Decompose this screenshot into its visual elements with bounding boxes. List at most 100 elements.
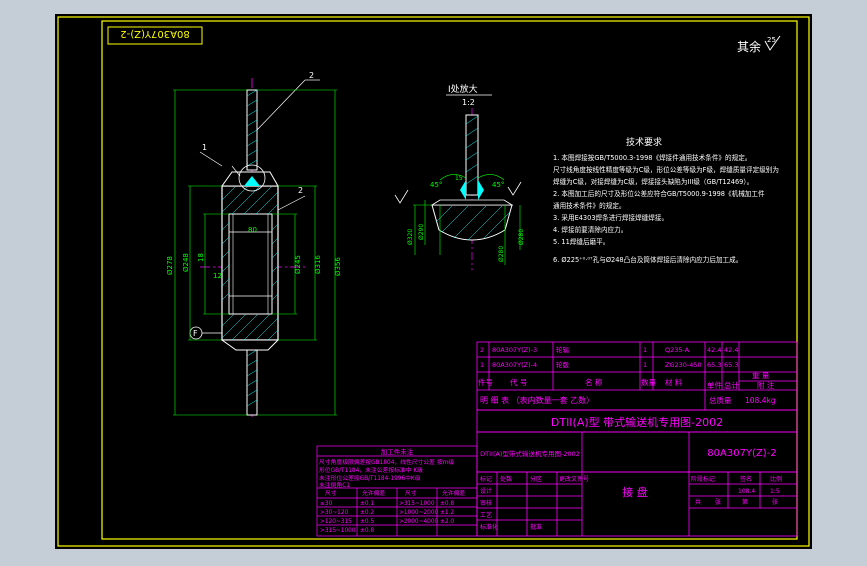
code-box: 80A307Y(Z)-2 [107,26,203,45]
svg-text:批准: 批准 [530,523,542,531]
svg-text:阶段标记: 阶段标记 [691,475,715,483]
inner-frame [101,20,798,540]
svg-text:尺寸角度极限偏差按GB1804，线性尺寸公差 按m级: 尺寸角度极限偏差按GB1804，线性尺寸公差 按m级 [319,458,454,466]
svg-text:>1000~2000: >1000~2000 [399,510,439,516]
svg-text:ZG230-450: ZG230-450 [665,361,702,369]
svg-text:设计: 设计 [480,487,492,495]
svg-text:±0.1: ±0.1 [360,501,374,507]
title-block: DTII(A)型 带式输送机专用图-2002 DTII(A)型带式输送机专用图-… [476,409,798,537]
svg-text:5. 11焊缝后磨平。: 5. 11焊缝后磨平。 [553,237,609,246]
machining-table: 加工件未注 尺寸角度极限偏差按GB1804，线性尺寸公差 按m级 形位GB/T1… [316,445,478,537]
svg-text:Ø280: Ø280 [518,229,525,245]
main-dimensions [173,89,337,416]
svg-text:>315~1000: >315~1000 [320,528,356,534]
svg-text:42.4: 42.4 [724,346,738,354]
detail-scale: 1:2 [462,98,475,107]
svg-text:6. Ø225⁺⁰·⁰⁷孔与Ø248凸台及筒体焊接后清除内应: 6. Ø225⁺⁰·⁰⁷孔与Ø248凸台及筒体焊接后清除内应力后加工成。 [553,255,742,264]
svg-text:Ø280: Ø280 [498,246,505,262]
svg-text:F: F [193,329,198,338]
svg-text:更改文件号: 更改文件号 [559,475,589,483]
detail-circle [238,164,266,192]
tech-requirements: 技术要求 1. 本图焊接按GB/T5000.3-1998《焊接件通用技术条件》的… [553,136,779,264]
svg-text:Ø290: Ø290 [418,224,425,240]
detail-view: I处放大 1:2 [394,83,525,270]
svg-text:数量: 数量 [641,377,656,387]
detail-label-i: I [246,161,248,170]
tech-title: 技术要求 [626,136,662,148]
svg-text:焊缝为C级，对接焊缝为C级，焊接接头缺陷为III级（GB/T: 焊缝为C级，对接焊缝为C级，焊接接头缺陷为III级（GB/T12469）。 [553,177,753,186]
svg-text:Ø316: Ø316 [314,255,322,274]
svg-text:2: 2 [298,186,303,195]
svg-text:分区: 分区 [530,475,542,483]
svg-text:12: 12 [213,272,222,280]
svg-text:通用技术条件》的规定。: 通用技术条件》的规定。 [553,201,626,210]
svg-text:Q235-A: Q235-A [665,346,690,354]
svg-text:±2.0: ±2.0 [440,519,454,525]
svg-text:65.3: 65.3 [724,361,738,369]
svg-text:Ø248: Ø248 [182,253,190,272]
svg-text:比例: 比例 [770,475,782,483]
svg-text:标准化: 标准化 [480,523,498,531]
part-label-1: 1 [202,143,207,152]
svg-text:65.3: 65.3 [707,361,721,369]
svg-text:尺寸: 尺寸 [325,489,337,497]
svg-text:45°: 45° [430,181,442,189]
part-label-2: 2 [309,71,314,80]
svg-text:80: 80 [248,226,257,234]
svg-text:2. 本图加工后的尺寸及形位公差应符合GB/T5000.9-: 2. 本图加工后的尺寸及形位公差应符合GB/T5000.9-1998《机械加工件 [553,189,765,198]
svg-text:108.4: 108.4 [738,488,755,495]
svg-text:>30~120: >30~120 [320,510,348,516]
svg-text:材 料: 材 料 [665,377,683,387]
svg-text:1: 1 [643,346,647,354]
svg-text:允许偏差: 允许偏差 [362,489,385,497]
svg-text:DTII(A)型带式输送机专用图-2002: DTII(A)型带式输送机专用图-2002 [480,449,580,458]
svg-text:总计: 总计 [724,380,739,390]
svg-text:张: 张 [772,498,778,506]
outer-frame [57,16,810,547]
part-name: 接 盘 [622,485,648,499]
roughness-icon [764,35,781,51]
svg-text:代 号: 代 号 [510,377,527,387]
svg-text:25: 25 [767,36,776,44]
svg-text:±0.5: ±0.5 [360,519,374,525]
svg-text:≤30: ≤30 [320,501,333,507]
svg-text:±0.8: ±0.8 [440,501,454,507]
svg-text:工艺: 工艺 [480,511,492,519]
svg-text:单件: 单件 [707,380,722,390]
svg-text:>315~1000: >315~1000 [399,501,435,507]
svg-text:>120~315: >120~315 [320,519,352,525]
svg-text:明 细 表 （表内数量一套 乙数）: 明 细 表 （表内数量一套 乙数） [480,395,594,405]
svg-text:80A307Y(Z)-4: 80A307Y(Z)-4 [492,361,537,369]
svg-text:>2000~4000: >2000~4000 [399,519,439,525]
svg-text:总质量: 总质量 [709,395,732,405]
roughness-icon [507,181,522,196]
svg-text:形位GB/T1184，未注公差按标准中 K级: 形位GB/T1184，未注公差按标准中 K级 [319,466,423,474]
svg-text:名 称: 名 称 [585,377,603,387]
svg-text:1: 1 [643,361,647,369]
roughness-text: 其余 [737,39,761,54]
svg-text:轮毂: 轮毂 [556,360,570,369]
svg-text:张: 张 [715,498,721,506]
hub-bore [228,213,273,315]
svg-text:尺寸: 尺寸 [405,489,417,497]
drawing-number: 80A307Y(Z)-2 [707,448,776,459]
svg-text:审核: 审核 [480,499,492,507]
svg-text:Ø356: Ø356 [334,257,342,276]
svg-text:±0.2: ±0.2 [360,510,374,516]
web-plate-top [246,89,258,171]
detail-title: I处放大 [448,83,478,95]
svg-text:1. 本图焊接按GB/T5000.3-1998《焊接件通用技: 1. 本图焊接按GB/T5000.3-1998《焊接件通用技术条件》的规定。 [553,153,751,162]
svg-text:42.4: 42.4 [707,346,721,354]
svg-text:件号: 件号 [478,377,493,387]
machining-title: 加工件未注 [381,447,414,456]
svg-text:3. 采用E4303焊条进行焊接焊缝焊接。: 3. 采用E4303焊条进行焊接焊缝焊接。 [553,213,668,222]
code-box-text: 80A307Y(Z)-2 [120,28,189,39]
svg-text:签名: 签名 [740,475,752,483]
svg-text:4. 焊接前要清除内应力。: 4. 焊接前要清除内应力。 [553,225,627,234]
svg-text:108.4kg: 108.4kg [745,396,776,405]
svg-text:重 量: 重 量 [752,371,770,380]
svg-text:标记: 标记 [480,475,492,483]
main-view: 2 1 I 2 F [166,71,342,420]
